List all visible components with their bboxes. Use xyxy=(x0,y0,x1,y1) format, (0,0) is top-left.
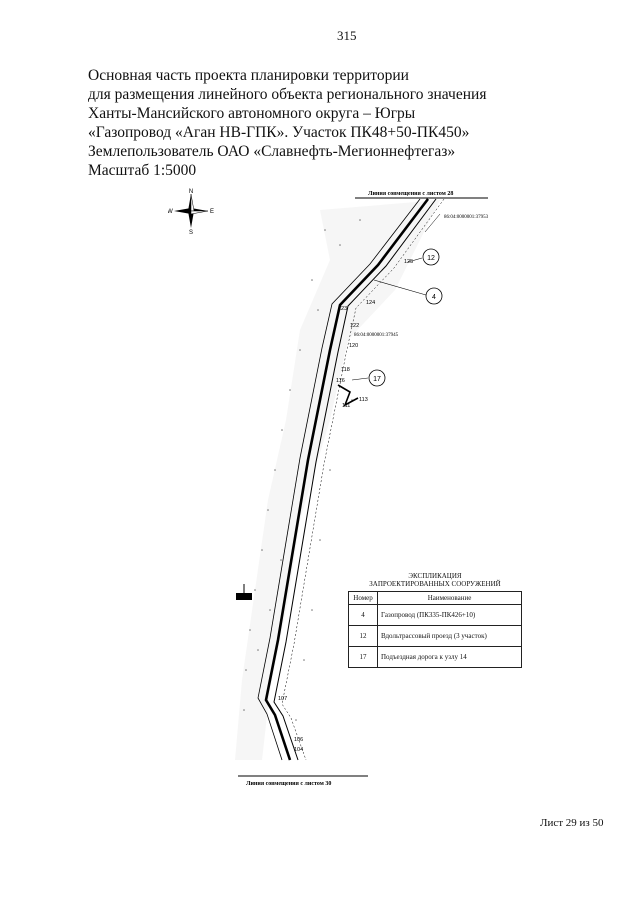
legend-row-name: Газопровод (ПК335-ПК426+10) xyxy=(377,604,522,626)
compass-s: S xyxy=(189,230,193,234)
point-label: 122 xyxy=(350,323,359,329)
legend-row-number: 4 xyxy=(348,604,378,626)
terrain-dots xyxy=(243,219,361,721)
point-label: 106 xyxy=(294,737,303,743)
match-line-bottom-label: Линия совмещения с листом 30 xyxy=(246,781,331,787)
point-label: 107 xyxy=(278,696,287,702)
legend-row-number: 12 xyxy=(348,625,378,647)
cadastral-number-1: 86:04:0000001:37953 xyxy=(444,215,489,220)
point-label: 113 xyxy=(359,397,368,403)
svg-text:12: 12 xyxy=(427,255,435,262)
compass-rose-icon: N S W E xyxy=(168,189,214,234)
legend-title-line-1: ЭКСПЛИКАЦИЯ xyxy=(408,572,462,580)
callout-12: 12 xyxy=(407,248,440,266)
legend-row: 17 Подъездная дорога к узлу 14 xyxy=(348,646,522,668)
point-label: 104 xyxy=(294,747,303,753)
point-label: 123 xyxy=(338,306,347,312)
legend-row-name: Подъездная дорога к узлу 14 xyxy=(377,646,522,668)
match-line-top-label: Линия совмещения с листом 28 xyxy=(368,191,453,197)
legend-header-number: Номер xyxy=(348,591,378,605)
legend-row: 4 Газопровод (ПК335-ПК426+10) xyxy=(348,604,522,626)
point-label: 116 xyxy=(336,378,345,384)
header-line-1: Основная часть проекта планировки террит… xyxy=(88,67,409,84)
callout-17: 17 xyxy=(351,369,386,387)
svg-text:17: 17 xyxy=(373,376,381,383)
point-label: 124 xyxy=(366,300,375,306)
header-line-2: для размещения линейного объекта региона… xyxy=(88,86,487,103)
legend-title-line-2: ЗАПРОЕКТИРОВАННЫХ СООРУЖЕНИЙ xyxy=(369,580,501,588)
header-line-3: Ханты-Мансийского автономного округа – Ю… xyxy=(88,105,416,122)
legend-row: 12 Вдольтрассовый проезд (3 участок) xyxy=(348,625,522,647)
access-road-17 xyxy=(337,384,359,407)
scale-line: Масштаб 1:5000 xyxy=(88,162,197,179)
legend: ЭКСПЛИКАЦИЯ ЗАПРОЕКТИРОВАННЫХ СООРУЖЕНИЙ… xyxy=(348,572,522,668)
header-line-5: Землепользователь ОАО «Славнефть-Мегионн… xyxy=(88,143,456,160)
legend-header-name: Наименование xyxy=(377,591,522,605)
compass-n: N xyxy=(189,189,193,195)
svg-text:4: 4 xyxy=(432,294,436,301)
page-number: 315 xyxy=(337,28,357,43)
document-header: Основная часть проекта планировки террит… xyxy=(88,66,486,180)
legend-row-name: Вдольтрассовый проезд (3 участок) xyxy=(377,625,522,647)
cadastral-number-2: 86:04:0000001:37945 xyxy=(354,333,399,338)
legend-table: Номер Наименование 4 Газопровод (ПК335-П… xyxy=(348,591,522,668)
compass-e: E xyxy=(210,209,214,215)
callout-4: 4 xyxy=(373,279,443,305)
point-label: 111 xyxy=(342,403,350,409)
point-label: 118 xyxy=(341,367,350,373)
survey-marker xyxy=(236,593,252,600)
legend-title: ЭКСПЛИКАЦИЯ ЗАПРОЕКТИРОВАННЫХ СООРУЖЕНИЙ xyxy=(348,572,522,588)
compass-w: W xyxy=(168,209,173,215)
header-line-4: «Газопровод «Аган НВ-ГПК». Участок ПК48+… xyxy=(88,124,470,141)
legend-row-number: 17 xyxy=(348,646,378,668)
terrain-hatching xyxy=(235,200,440,760)
pipeline-corridor xyxy=(257,198,445,761)
sheet-label: Лист 29 из 50 xyxy=(540,817,604,829)
point-label: 120 xyxy=(349,343,358,349)
